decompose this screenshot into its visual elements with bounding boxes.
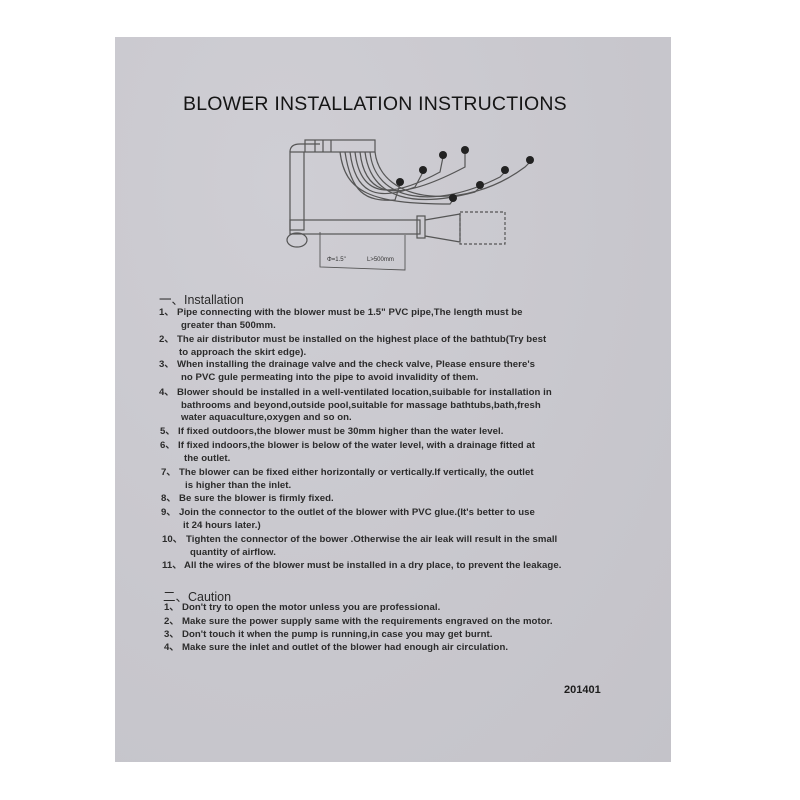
installation-item-3: 3、When installing the drainage valve and… [159, 359, 536, 383]
installation-item-2: 2、The air distributor must be installed … [159, 334, 547, 358]
installation-item-7: 7、The blower can be fixed either horizon… [161, 467, 534, 491]
installation-item-6: 6、If fixed indoors,the blower is below o… [160, 440, 535, 464]
installation-item-11: 11、All the wires of the blower must be i… [162, 560, 562, 571]
diameter-label: Φ=1.5" [327, 257, 346, 263]
section-heading-installation: 一、Installation [159, 293, 244, 307]
blower-pipe-diagram: Φ=1.5" L>500mm [286, 139, 534, 271]
installation-item-9: 9、Join the connector to the outlet of th… [161, 507, 535, 531]
installation-item-5: 5、If fixed outdoors,the blower must be 3… [160, 426, 504, 437]
document-title: BLOWER INSTALLATION INSTRUCTIONS [183, 93, 567, 115]
installation-item-4: 4、Blower should be installed in a well-v… [159, 387, 552, 423]
caution-item-4: 4、Make sure the inlet and outlet of the … [164, 642, 509, 653]
caution-item-3: 3、Don't touch it when the pump is runnin… [164, 629, 493, 640]
installation-item-1: 1、Pipe connecting with the blower must b… [159, 307, 523, 331]
length-label: L>500mm [367, 257, 394, 263]
document-code: 201401 [564, 684, 601, 696]
installation-item-10: 10、Tighten the connector of the bower .O… [162, 534, 558, 558]
section-heading-caution: 二、Caution [163, 590, 232, 604]
caution-item-2: 2、Make sure the power supply same with t… [164, 616, 553, 627]
instruction-sheet: BLOWER INSTALLATION INSTRUCTIONS [115, 37, 671, 762]
caution-item-1: 1、Don't try to open the motor unless you… [164, 602, 441, 613]
installation-item-8: 8、Be sure the blower is firmly fixed. [161, 493, 334, 504]
